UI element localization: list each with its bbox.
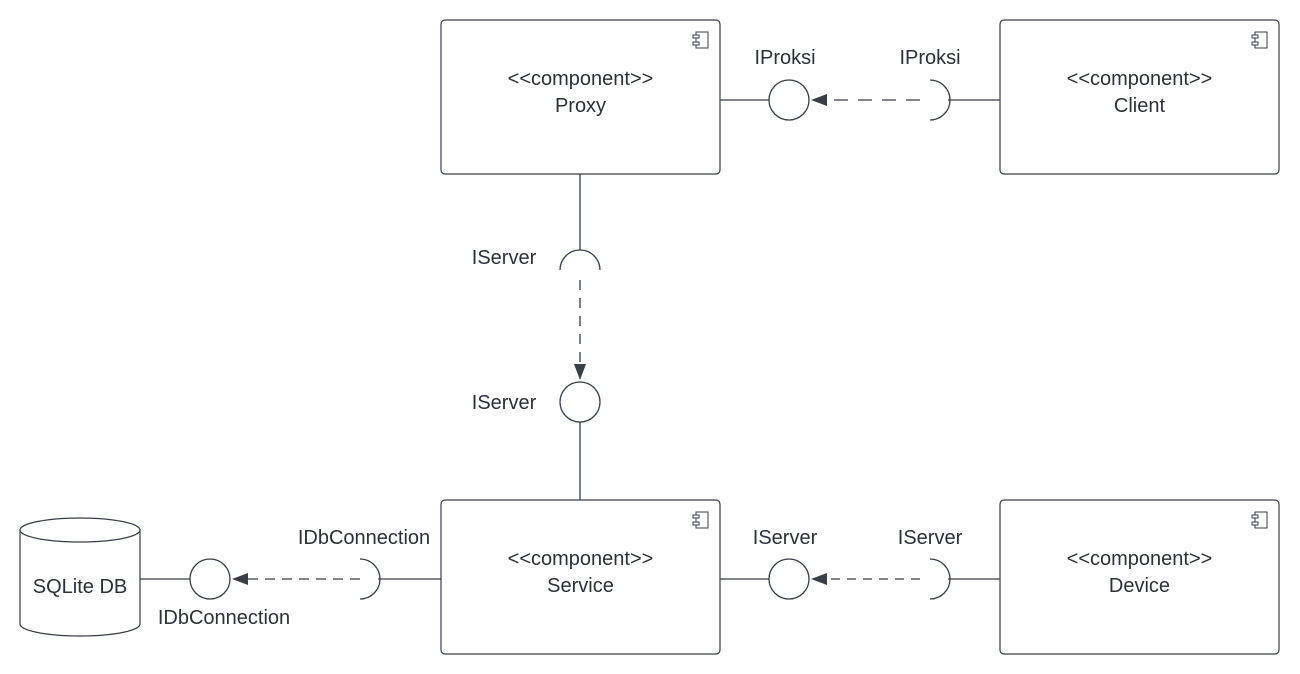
interface-device-required[interactable]: IServer [898, 527, 1000, 600]
lollipop-icon [768, 79, 810, 121]
dependency-client-proxy [811, 94, 920, 106]
label-iserver-proxy-required: IServer [472, 247, 537, 269]
label-iserver-service-top: IServer [472, 392, 537, 414]
lollipop-icon [559, 381, 601, 423]
lollipop-icon [768, 558, 810, 600]
interface-service-required-db[interactable]: IDbConnection [298, 527, 441, 600]
arrowhead-icon [232, 573, 248, 585]
interface-proxy-required[interactable]: IServer [472, 174, 601, 271]
label-idbconnection-provided: IDbConnection [158, 607, 290, 629]
component-client[interactable]: <<component>> Client [999, 19, 1280, 175]
component-client-box[interactable] [999, 19, 1280, 175]
interface-client-required[interactable]: IProksi [899, 47, 1000, 121]
component-service-stereotype: <<component>> [508, 548, 654, 570]
database-sqlite[interactable]: SQLite DB [19, 517, 141, 637]
component-device[interactable]: <<component>> Device [999, 499, 1280, 655]
component-service[interactable]: <<component>> Service [440, 499, 721, 655]
label-iserver-service-right: IServer [753, 527, 818, 549]
dependency-service-db [232, 573, 360, 585]
socket-icon [559, 249, 601, 271]
label-iproksi-required: IProksi [899, 47, 960, 69]
arrowhead-icon [574, 364, 586, 380]
socket-icon [929, 79, 951, 121]
component-device-box[interactable] [999, 499, 1280, 655]
label-iserver-device-required: IServer [898, 527, 963, 549]
dependency-device-service [811, 573, 920, 585]
socket-icon [929, 558, 951, 600]
interface-service-provided-right[interactable]: IServer [720, 527, 818, 600]
arrowhead-icon [811, 573, 827, 585]
interface-proxy-provided[interactable]: IProksi [720, 47, 816, 121]
label-idbconnection-required: IDbConnection [298, 527, 430, 549]
component-device-stereotype: <<component>> [1067, 548, 1213, 570]
component-device-name: Device [1109, 575, 1170, 597]
component-proxy[interactable]: <<component>> Proxy [440, 19, 721, 175]
arrowhead-icon [811, 94, 827, 106]
component-service-name: Service [547, 575, 614, 597]
component-proxy-name: Proxy [555, 95, 606, 117]
database-name: SQLite DB [33, 576, 127, 598]
interface-service-provided-top[interactable]: IServer [472, 381, 601, 500]
cylinder-icon [19, 530, 141, 637]
label-iproksi-provided: IProksi [754, 47, 815, 69]
socket-icon [359, 558, 381, 600]
lollipop-icon [189, 558, 231, 600]
dependency-proxy-service [574, 280, 586, 380]
component-proxy-stereotype: <<component>> [508, 68, 654, 90]
component-client-stereotype: <<component>> [1067, 68, 1213, 90]
component-client-name: Client [1114, 95, 1166, 117]
cylinder-top [19, 517, 141, 543]
interface-db-provided[interactable]: IDbConnection [140, 558, 290, 629]
